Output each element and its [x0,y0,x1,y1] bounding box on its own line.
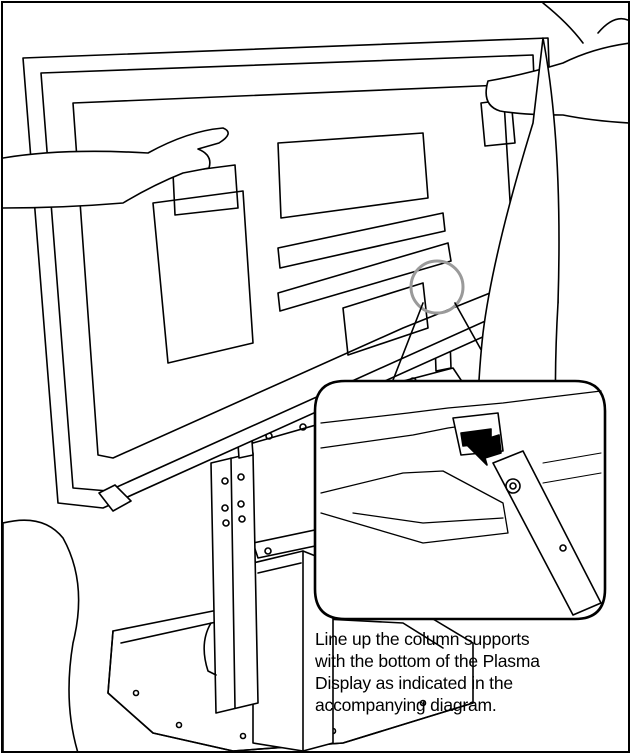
highlight-circle [409,259,465,315]
inset-detail [313,379,607,621]
left-person [3,127,229,751]
alignment-arrow [464,432,502,466]
instruction-caption: Line up the column supports with the bot… [315,628,625,716]
callout-line-left [387,302,424,394]
caption-line-3: Display as indicated in the [315,673,513,693]
plasma-display-installation-illustration [3,3,628,751]
caption-line-2: with the bottom of the Plasma [315,651,540,671]
caption-line-4: accompanying diagram. [315,695,497,715]
stand-cabinet [252,550,334,751]
caption-line-1: Line up the column supports [315,629,530,649]
